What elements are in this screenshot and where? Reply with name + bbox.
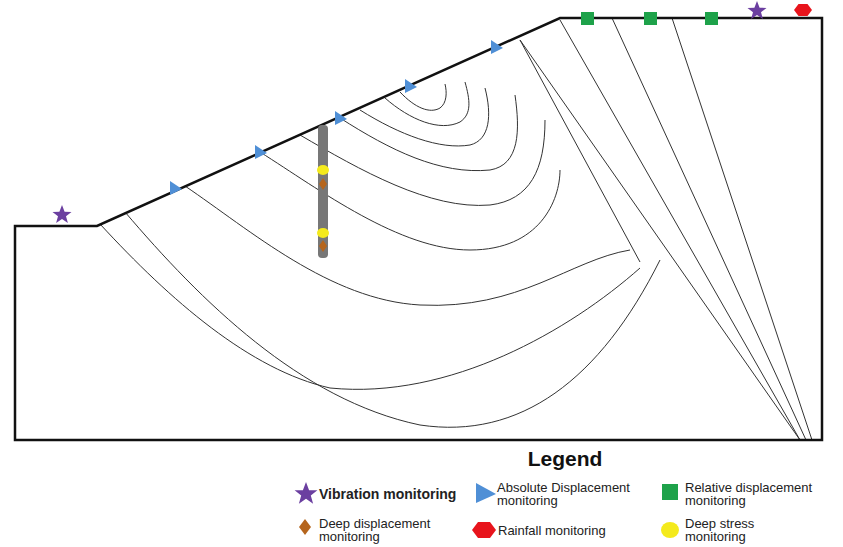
- legend-entry: Vibration monitoring: [319, 487, 479, 501]
- slope-outline: [15, 18, 822, 440]
- absolute-displacement-marks: [170, 40, 503, 195]
- deep-stress-marks: [317, 165, 329, 238]
- legend-entry: Absolute Displacement monitoring: [497, 481, 647, 507]
- vibration-marks: [53, 1, 767, 223]
- relative-displacement-marks: [581, 12, 718, 25]
- rainfall-mark: [794, 4, 812, 16]
- legend-entry: Relative displacement monitoring: [685, 481, 835, 507]
- legend-title: Legend: [528, 448, 603, 469]
- deep-displacement-marks: [319, 178, 327, 252]
- legend-entry: Deep displacement monitoring: [319, 517, 454, 543]
- borehole: [318, 125, 328, 258]
- legend-entry: Rainfall monitoring: [498, 524, 648, 537]
- legend-entry: Deep stress monitoring: [685, 517, 795, 543]
- slip-surfaces: [100, 18, 812, 440]
